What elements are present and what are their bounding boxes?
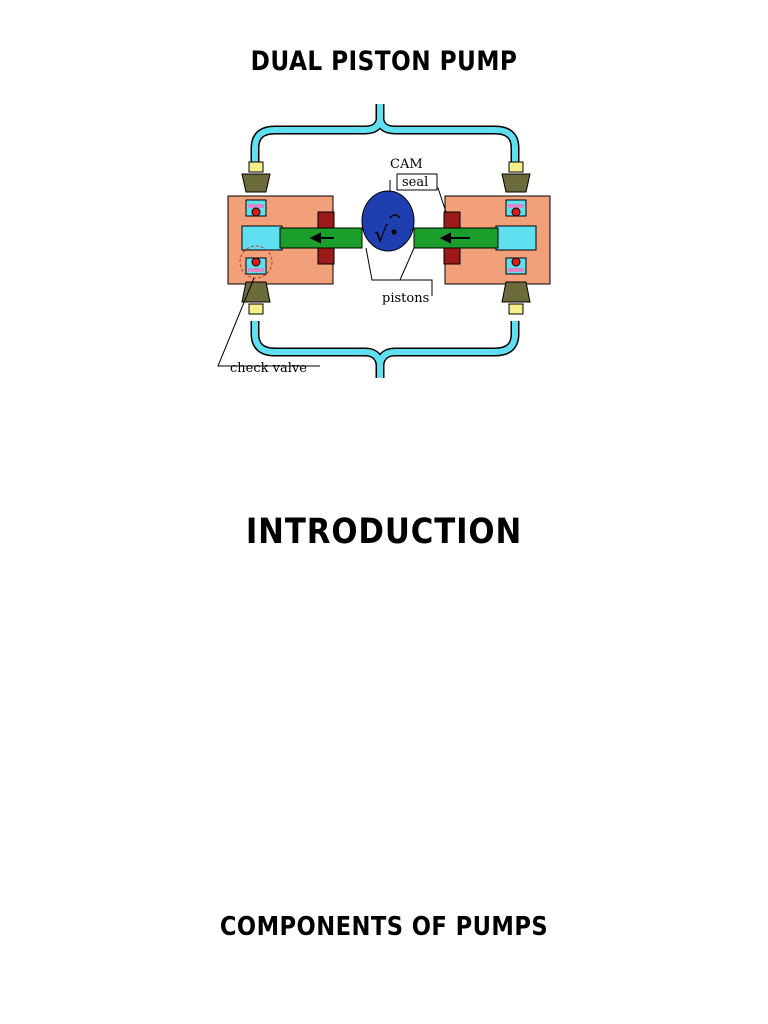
title-components-of-pumps: COMPONENTS OF PUMPS bbox=[219, 912, 549, 942]
left-chamber bbox=[241, 225, 283, 251]
label-pistons: pistons bbox=[382, 291, 429, 306]
label-seal: seal bbox=[402, 175, 428, 190]
right-check-valves bbox=[501, 161, 531, 315]
label-cam: CAM bbox=[390, 157, 423, 172]
tubing bbox=[250, 104, 520, 378]
left-check-valves bbox=[239, 161, 273, 315]
title-introduction: INTRODUCTION bbox=[245, 512, 523, 552]
title-dual-piston-pump: DUAL PISTON PUMP bbox=[250, 46, 518, 77]
right-chamber bbox=[495, 225, 537, 251]
cam bbox=[361, 190, 415, 252]
dual-piston-pump-diagram: √ CAM seal pistons bbox=[217, 104, 551, 378]
svg-text:√: √ bbox=[374, 223, 389, 248]
label-check-valve: check valve bbox=[230, 361, 307, 376]
piston-arrows bbox=[309, 232, 470, 244]
top-tube bbox=[250, 104, 520, 164]
